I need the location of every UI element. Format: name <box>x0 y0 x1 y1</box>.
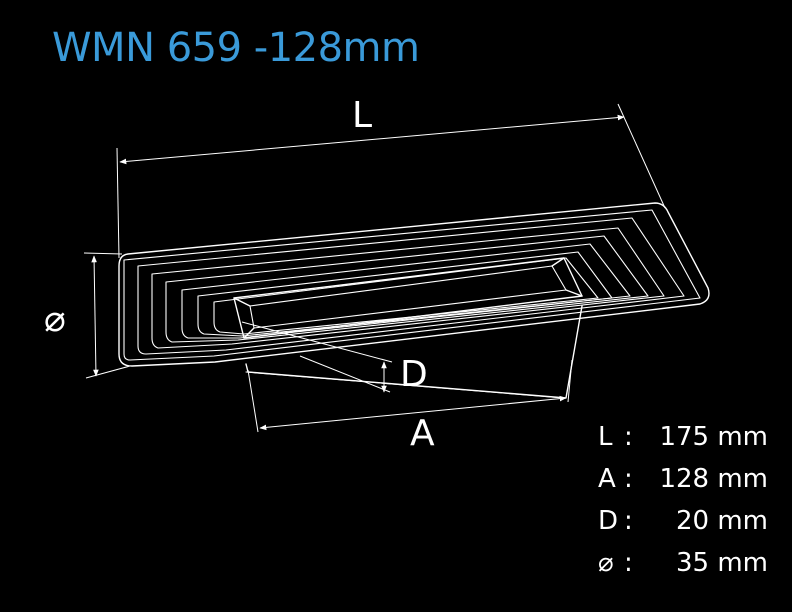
spec-row-diameter: ⌀ : 35 mm <box>598 546 768 588</box>
handle-step-2 <box>151 227 665 349</box>
dimension-label-d: D <box>400 354 428 395</box>
dimension-label-a: A <box>410 413 435 454</box>
a-extension-right <box>567 359 573 403</box>
handle-step-1 <box>137 217 685 355</box>
spec-colon: : <box>624 422 633 452</box>
handle-pocket-side <box>233 257 583 339</box>
spec-key: A <box>598 464 616 494</box>
handle-step-4 <box>181 243 631 339</box>
a-dimension-line <box>259 395 567 431</box>
dia-extension-bottom <box>85 365 131 379</box>
dia-extension-top <box>83 252 123 255</box>
handle-flange-edge <box>123 209 701 361</box>
spec-row-length: L : 175 mm <box>598 420 768 462</box>
page-title: WMN 659 -128mm <box>52 25 420 71</box>
spec-value: 128 mm <box>659 464 768 494</box>
spec-value: 175 mm <box>659 422 768 452</box>
handle-step-3 <box>165 235 649 343</box>
a-extension-left <box>247 369 259 433</box>
dimension-label-l: L <box>352 95 373 136</box>
dimension-label-diameter: ⌀ <box>44 299 66 340</box>
l-extension-left <box>116 147 120 259</box>
handle-pocket-rim <box>233 257 583 339</box>
spec-value: 20 mm <box>675 506 768 536</box>
specification-list: L : 175 mm A : 128 mm D : 20 mm ⌀ : 35 m… <box>598 420 768 588</box>
spec-colon: : <box>624 548 633 578</box>
spec-value: 35 mm <box>675 548 768 578</box>
spec-key: ⌀ <box>598 548 614 578</box>
spec-colon: : <box>624 464 633 494</box>
handle-step-5 <box>197 251 613 337</box>
l-extension-right <box>617 103 666 209</box>
spec-colon: : <box>624 506 633 536</box>
dia-dimension-line <box>91 255 99 377</box>
spec-row-center-distance: A : 128 mm <box>598 462 768 504</box>
d-extension-bottom <box>299 355 391 393</box>
spec-key: L <box>598 422 613 452</box>
spec-key: D <box>598 506 619 536</box>
l-dimension-line <box>119 114 625 165</box>
d-extension-top <box>241 321 393 363</box>
spec-row-depth: D : 20 mm <box>598 504 768 546</box>
handle-body-base <box>245 371 565 399</box>
